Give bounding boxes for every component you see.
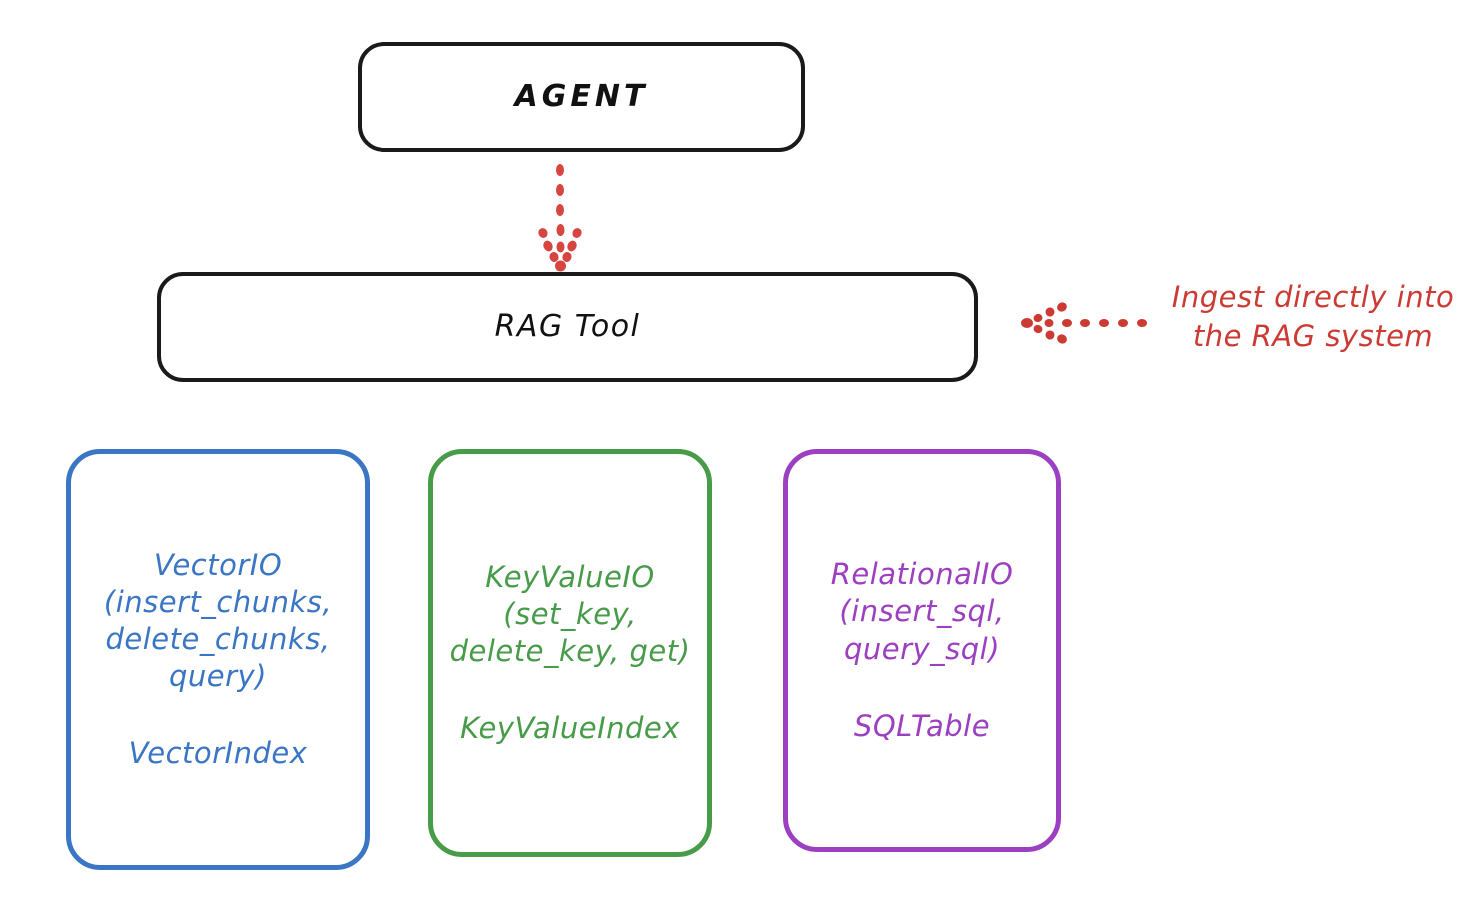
dotted-left-arrow-icon — [1018, 296, 1148, 350]
annotation-ingest-text: Ingest directly into the RAG system — [1171, 280, 1455, 354]
node-agent-label: AGENT — [514, 78, 649, 114]
node-key-value-io-index-label: KeyValueIndex — [460, 711, 680, 746]
node-relational-io-api-label: RelationalIO (insert_sql, query_sql) — [830, 557, 1014, 666]
node-rag-tool[interactable]: RAG Tool — [157, 272, 978, 382]
dotted-down-arrow-icon — [510, 162, 610, 272]
node-vector-io-index-label: VectorIndex — [128, 736, 308, 771]
node-key-value-io-api-label: KeyValueIO (set_key, delete_key, get) — [449, 559, 691, 668]
node-relational-io-index-label: SQLTable — [853, 708, 991, 743]
node-vector-io-api-label: VectorIO (insert_chunks, delete_chunks, … — [103, 547, 333, 694]
node-agent[interactable]: AGENT — [358, 42, 805, 152]
node-relational-io[interactable]: RelationalIO (insert_sql, query_sql) SQL… — [783, 449, 1061, 852]
node-key-value-io[interactable]: KeyValueIO (set_key, delete_key, get) Ke… — [428, 449, 712, 857]
node-vector-io[interactable]: VectorIO (insert_chunks, delete_chunks, … — [66, 449, 370, 870]
node-rag-tool-label: RAG Tool — [494, 308, 641, 344]
